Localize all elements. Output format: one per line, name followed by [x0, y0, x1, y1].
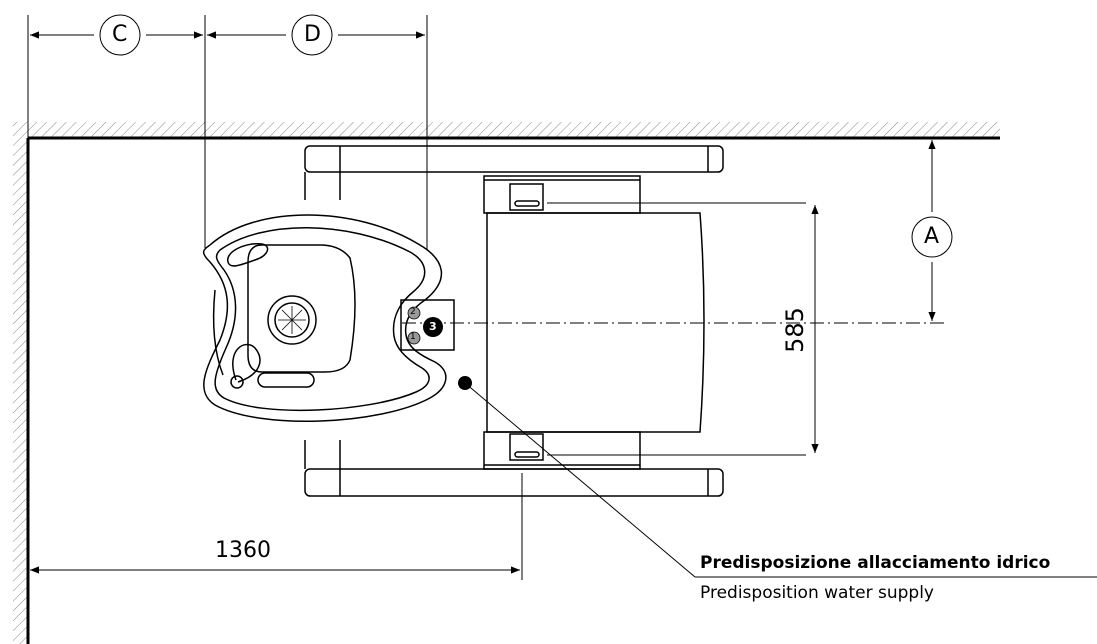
- drain-inner: [274, 302, 310, 338]
- bottom-handle: [509, 433, 544, 461]
- note-italian: Predisposizione allacciamento idrico: [700, 553, 1051, 573]
- connection-3-label: 3: [429, 320, 437, 333]
- note-leader-line: [464, 382, 696, 578]
- connection-3: [423, 317, 443, 337]
- connection-1-label: 1: [410, 332, 416, 342]
- chair-base: [304, 145, 806, 497]
- connection-2-label: 2: [410, 307, 416, 317]
- dimension-c-label: C: [112, 22, 128, 47]
- mixer-tap: [230, 375, 244, 389]
- top-handle: [509, 183, 544, 211]
- connection-1: [407, 331, 421, 345]
- drain-outer: [267, 295, 317, 345]
- wash-basin: [202, 214, 447, 423]
- soap-dish: [227, 243, 269, 267]
- dimension-a-label: A: [924, 224, 940, 249]
- dimension-585-text: 585: [781, 307, 809, 353]
- walls: [13, 122, 1000, 644]
- dimension-1360-label: 1360: [215, 538, 271, 563]
- dimension-d-label: D: [304, 22, 321, 47]
- dimension-1360: [30, 473, 523, 580]
- shower-head: [257, 372, 315, 388]
- dimension-a: [911, 140, 953, 321]
- note-english: Predisposition water supply: [700, 583, 934, 603]
- connection-box: [400, 299, 455, 351]
- connection-2: [407, 306, 421, 320]
- shower-hose: [232, 343, 261, 383]
- top-wall-hatch: [28, 122, 1000, 137]
- dimension-c-d: [27, 14, 428, 250]
- left-wall-hatch: [13, 122, 28, 644]
